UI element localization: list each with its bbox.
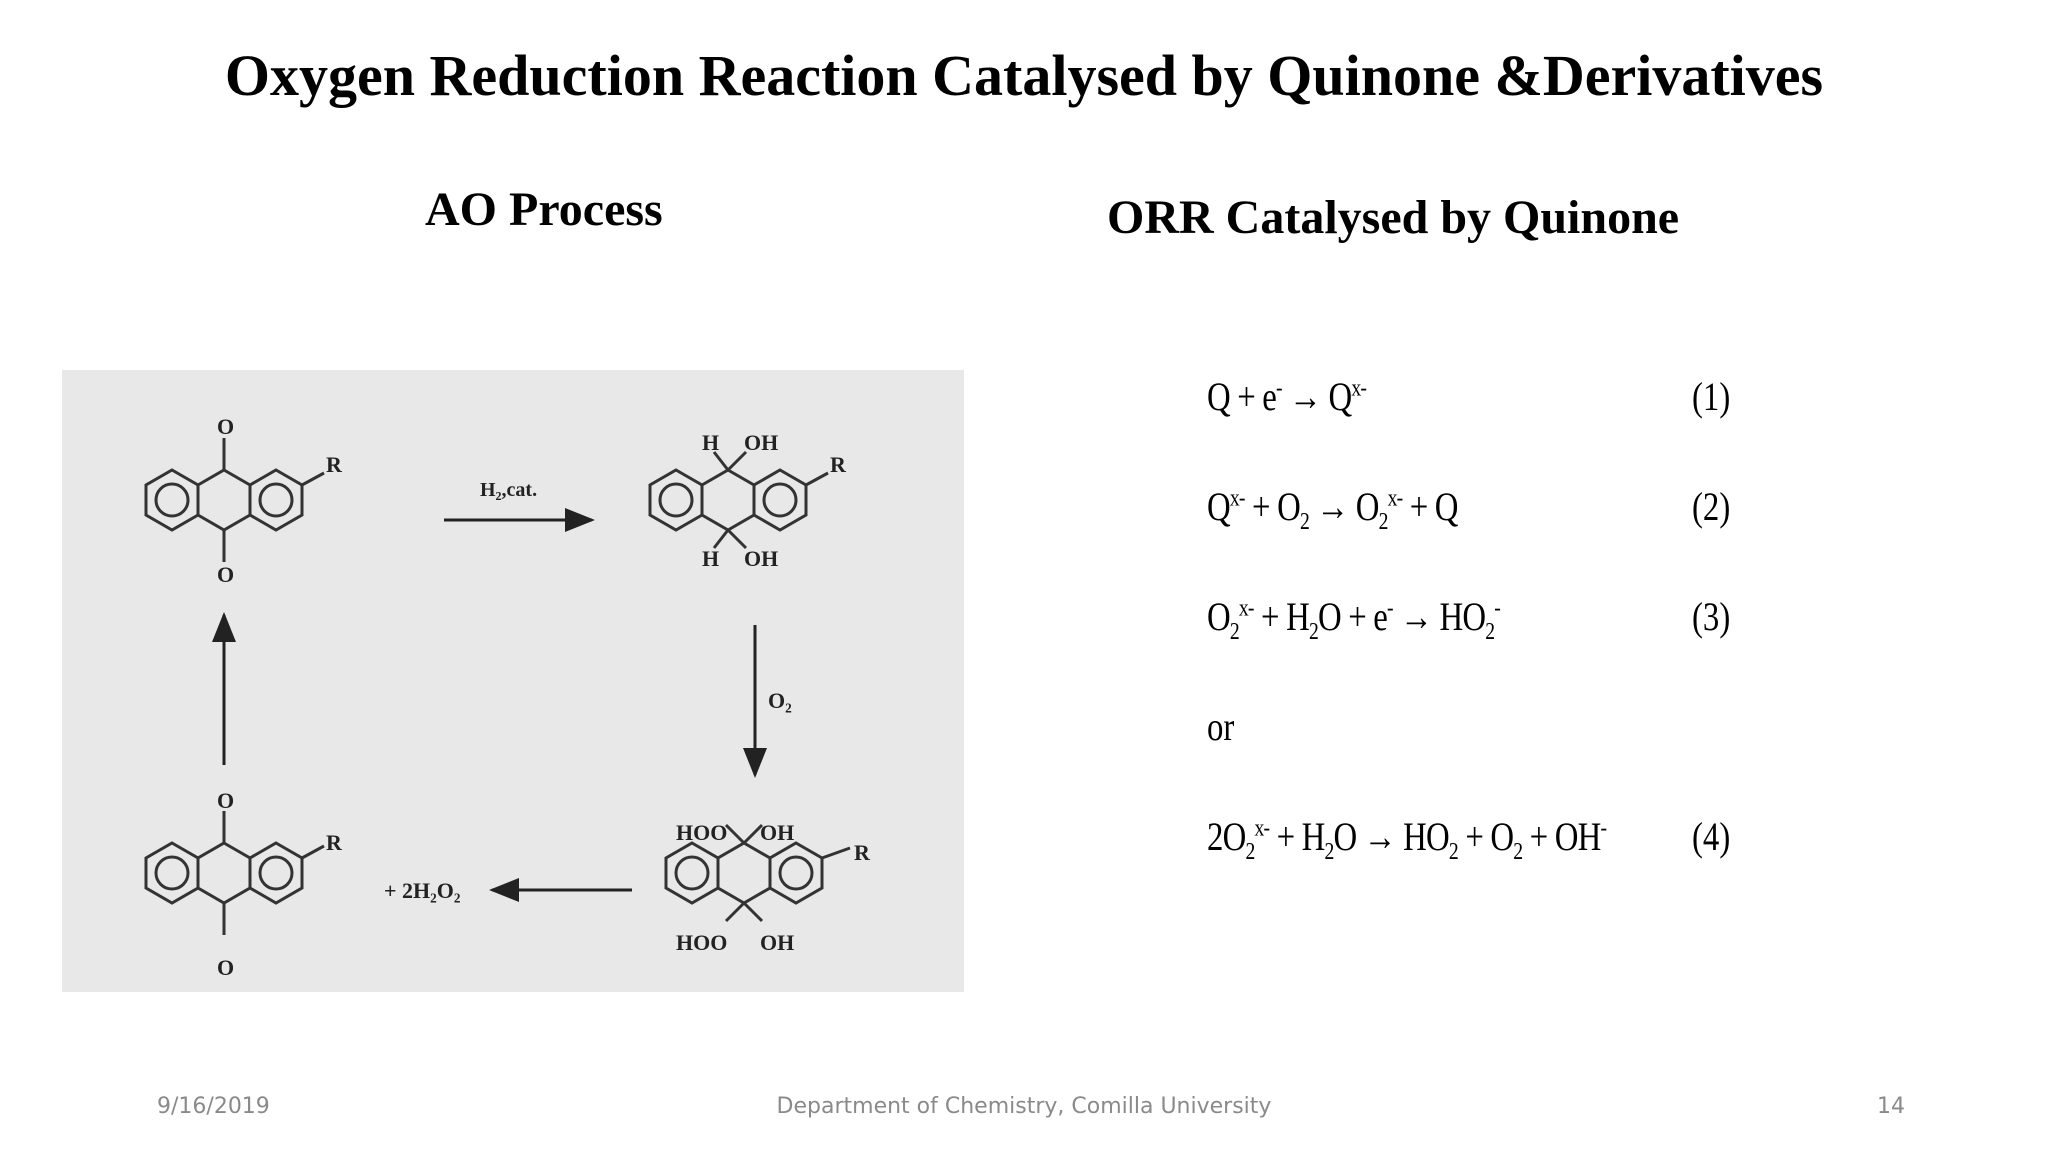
- hoo-label: HOO: [676, 930, 727, 955]
- anthrahydroquinone-molecule: [648, 450, 829, 550]
- oh-label: OH: [760, 820, 794, 845]
- equation-1-number: (1): [1692, 374, 1731, 419]
- equation-2: Qx- + O2 → O2x- + Q: [1207, 484, 1458, 535]
- r-label: R: [326, 452, 343, 477]
- h-label: H: [702, 546, 719, 571]
- anthraquinone-molecule-bottom: [144, 811, 325, 935]
- equation-4-number: (4): [1692, 814, 1731, 859]
- footer-page-number: 14: [1877, 1094, 1905, 1119]
- o-label: O: [217, 788, 234, 813]
- reagent-h2-cat: H₂,cat.: [480, 479, 537, 501]
- oh-label: OH: [744, 546, 778, 571]
- r-label: R: [326, 830, 343, 855]
- r-label: R: [854, 840, 871, 865]
- equation-2-number: (2): [1692, 484, 1731, 529]
- r-label: R: [830, 452, 847, 477]
- equation-1: Q + e- → Qx-: [1207, 374, 1367, 419]
- anthraquinone-molecule-top: [144, 438, 325, 562]
- reagent-o2: O₂: [768, 688, 792, 713]
- h-label: H: [702, 430, 719, 455]
- ao-process-heading: AO Process: [425, 183, 663, 236]
- o-label: O: [217, 414, 234, 439]
- orr-heading: ORR Catalysed by Quinone: [1107, 191, 1680, 244]
- oh-label: OH: [760, 930, 794, 955]
- hoo-label: HOO: [676, 820, 727, 845]
- reagent-h2o2: + 2H₂O₂: [384, 878, 461, 903]
- ao-process-scheme: O O R H OH H OH R HOO OH HOO OH R O O R …: [62, 370, 964, 992]
- o-label: O: [217, 562, 234, 587]
- slide-title: Oxygen Reduction Reaction Catalysed by Q…: [224, 43, 1824, 108]
- oh-label: OH: [744, 430, 778, 455]
- footer-department: Department of Chemistry, Comilla Univers…: [776, 1094, 1272, 1119]
- footer-date: 9/16/2019: [157, 1094, 270, 1119]
- o-label: O: [217, 955, 234, 980]
- anthraquinone-peroxide-molecule: [664, 823, 851, 923]
- equation-3: O2x- + H2O + e- → HO2-: [1207, 594, 1501, 645]
- equation-4: 2O2x- + H2O → HO2 + O2 + OH-: [1207, 814, 1607, 865]
- equation-3-number: (3): [1692, 594, 1731, 639]
- or-text: or: [1207, 704, 1235, 749]
